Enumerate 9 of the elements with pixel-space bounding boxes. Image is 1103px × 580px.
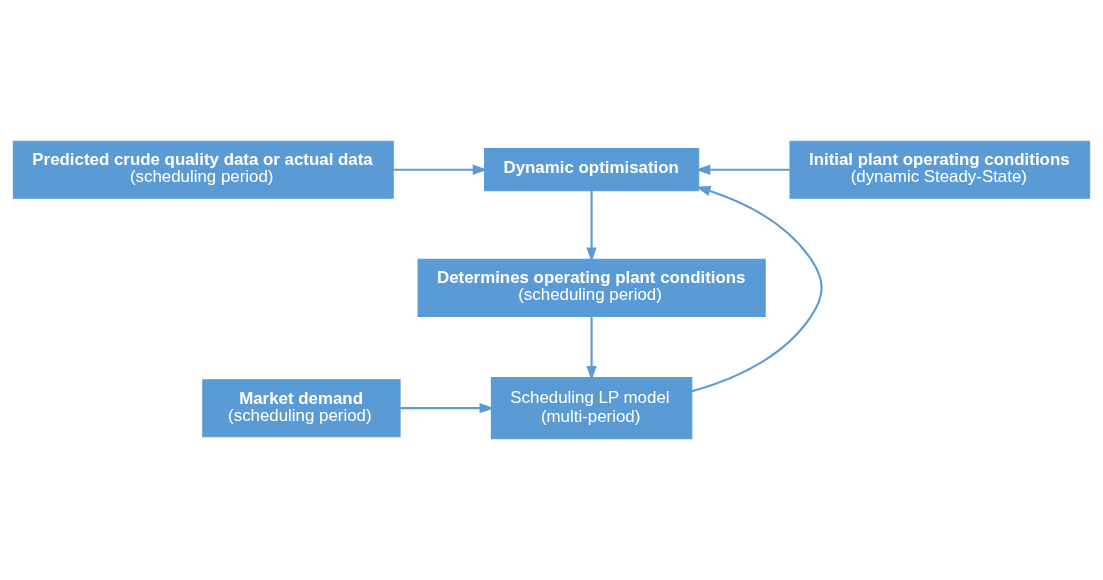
node-box: Dynamic optimisation: [483, 148, 700, 192]
node-box: Scheduling LP model (multi-period): [490, 377, 693, 440]
node-box: Determines operating plant conditions (scheduling period): [417, 258, 766, 317]
node-box: Market demand (scheduling period): [202, 379, 401, 438]
arrow: [400, 403, 495, 414]
arrow: [695, 164, 790, 175]
node-box: Initial plant operating conditions (dynamic Steady-State): [789, 140, 1091, 199]
node-box: Predicted crude quality data or actual data (scheduling period): [12, 140, 394, 199]
arrow: [691, 186, 823, 393]
